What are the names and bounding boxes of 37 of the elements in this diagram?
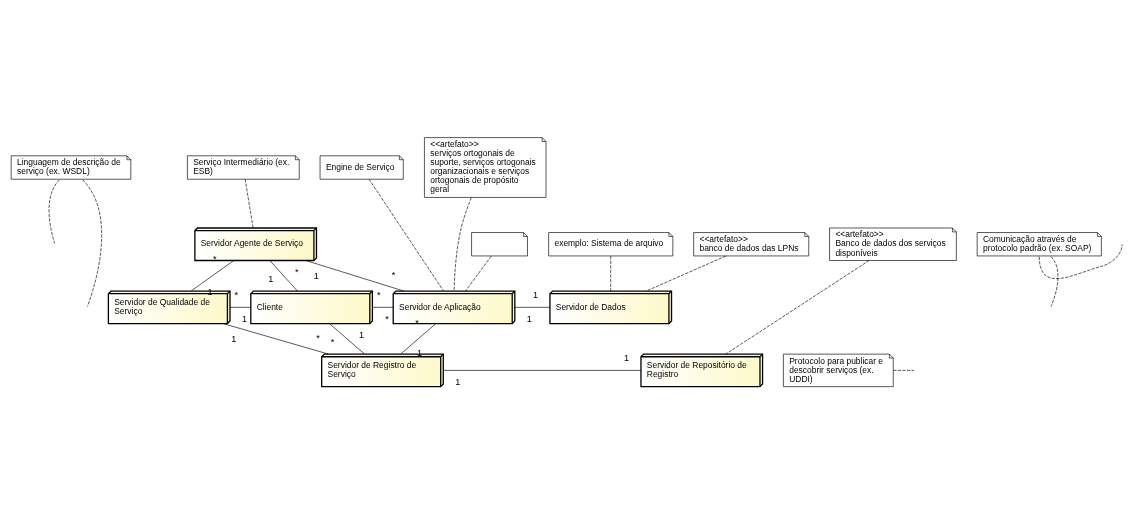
- connector: [400, 323, 437, 355]
- label: 1: [313, 270, 319, 281]
- label: *: [234, 289, 239, 300]
- label: *: [213, 253, 217, 264]
- label: 1: [532, 289, 538, 300]
- label: *: [376, 289, 381, 300]
- connector: [368, 178, 444, 292]
- connector: [442, 370, 642, 371]
- label: *: [385, 313, 389, 324]
- label: *: [294, 266, 299, 277]
- connector: [893, 370, 915, 371]
- connector: [269, 260, 298, 292]
- connector: [244, 178, 254, 229]
- connector: [610, 255, 612, 292]
- connector: [453, 197, 472, 292]
- connector: [1050, 256, 1059, 307]
- label: 1: [455, 376, 461, 387]
- label: *: [316, 332, 320, 343]
- label: *: [391, 269, 396, 280]
- connector: [645, 255, 727, 292]
- connector: [305, 260, 405, 292]
- connector: [514, 307, 551, 308]
- connector: [190, 260, 234, 292]
- label: 1: [526, 313, 532, 324]
- connector: [229, 307, 252, 308]
- connector: [465, 255, 492, 292]
- label: *: [330, 336, 335, 347]
- label: 1: [231, 333, 237, 344]
- connector: [1038, 244, 1123, 279]
- label: 1: [242, 313, 248, 324]
- connector: [329, 323, 365, 355]
- label: 1: [623, 352, 630, 363]
- label: 1: [358, 329, 365, 340]
- connector: [725, 260, 870, 355]
- connector: [222, 323, 329, 355]
- connector: [372, 307, 394, 308]
- label: 1: [268, 274, 274, 285]
